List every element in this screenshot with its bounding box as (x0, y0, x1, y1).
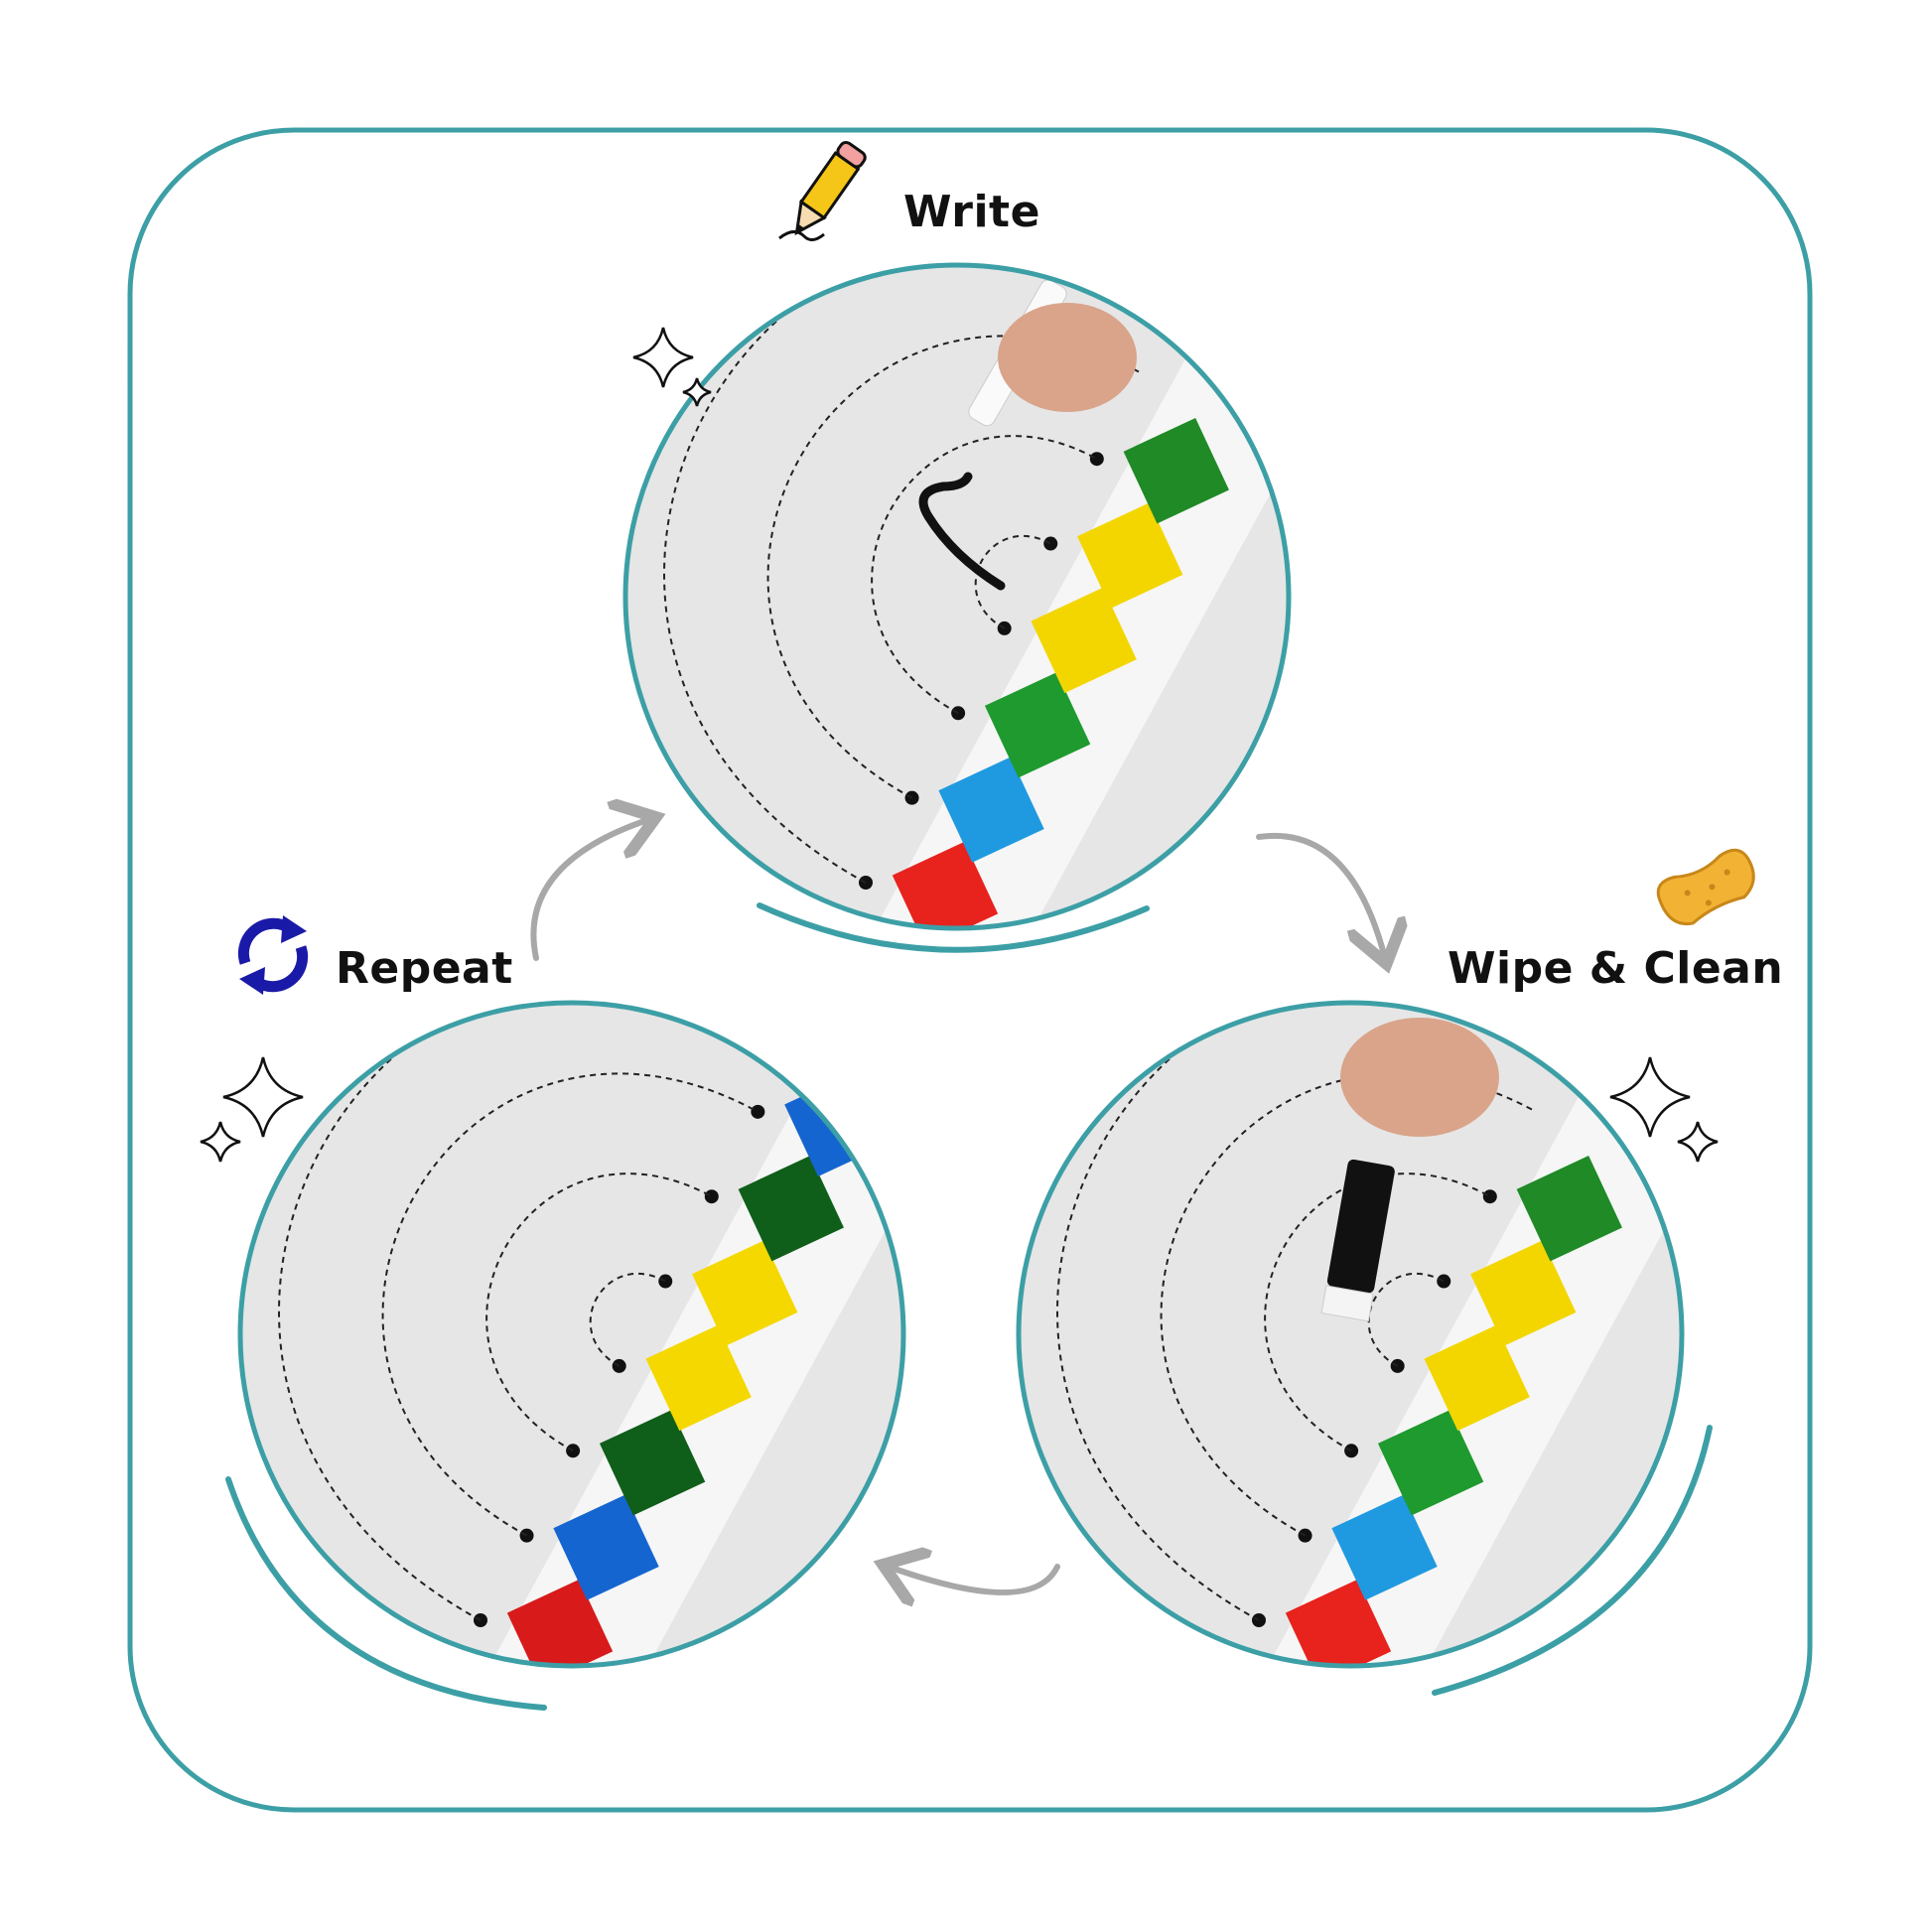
dashed-trace-path (974, 535, 1051, 629)
accent-arc-repeat (225, 1476, 547, 1711)
color-square (938, 757, 1044, 863)
color-square (1077, 502, 1183, 609)
dashed-trace-path (1160, 1072, 1537, 1537)
dashed-trace-path (1056, 1003, 1584, 1621)
start-dot (1482, 1189, 1497, 1204)
panel-write (625, 265, 1289, 928)
color-square (645, 1324, 752, 1432)
start-dot (751, 1104, 765, 1119)
color-square (599, 1410, 706, 1516)
frame-border (127, 127, 1813, 1813)
circle-outline-repeat (237, 1000, 906, 1669)
dashed-trace-path (485, 1173, 713, 1452)
sparkle-icon (1609, 1056, 1691, 1138)
color-square (892, 841, 999, 928)
color-square (1331, 1494, 1438, 1600)
dashed-trace-path (589, 1273, 666, 1367)
start-dot (704, 1189, 719, 1204)
panel-wipe-clean (1019, 1003, 1682, 1666)
arrow-wipe-to-repeat (889, 1567, 1060, 1592)
dashed-trace-path (766, 335, 1144, 799)
dashed-trace-path (381, 1072, 759, 1537)
color-square (506, 1579, 614, 1666)
traced-ink-line (918, 472, 1006, 591)
sparkle-icon (222, 1056, 304, 1138)
color-square (1424, 1324, 1530, 1432)
start-dot (1089, 452, 1104, 467)
marker-eraser (1326, 1159, 1395, 1294)
color-square (1123, 418, 1229, 524)
dashed-trace-path (1367, 1273, 1445, 1367)
color-square (984, 672, 1091, 778)
color-square (692, 1240, 798, 1346)
circle-outline-write (622, 262, 1292, 931)
color-square (1516, 1156, 1622, 1262)
color-square (1031, 587, 1137, 694)
panel-repeat (240, 1003, 903, 1666)
arrow-write-to-wipe (1256, 832, 1385, 958)
eraser-felt (1320, 1285, 1374, 1322)
dashed-trace-path (871, 435, 1098, 715)
dashed-trace-path (1264, 1173, 1491, 1452)
color-square (553, 1494, 659, 1600)
start-dot (1043, 536, 1058, 551)
start-dot (1437, 1274, 1451, 1289)
step-label-repeat: Repeat (336, 943, 513, 994)
start-dot (658, 1274, 673, 1289)
color-square (1470, 1240, 1577, 1346)
pencil-squiggle-icon (778, 230, 825, 241)
sparkle-icon (1677, 1121, 1719, 1163)
dashed-trace-path (278, 1003, 805, 1621)
sparkle-icon (682, 377, 712, 407)
sponge-icon (1656, 848, 1755, 926)
dashed-trace-path (663, 265, 1190, 884)
hand (998, 303, 1137, 412)
accent-arc-wipe (1432, 1425, 1713, 1696)
sparkle-icon (200, 1121, 241, 1163)
color-square (1285, 1579, 1392, 1666)
color-square (1377, 1410, 1484, 1516)
accent-arc-write (757, 902, 1150, 953)
pencil-icon (794, 140, 867, 236)
arrow-repeat-to-write (530, 819, 650, 961)
sparkle-icon (632, 327, 694, 388)
color-square (738, 1156, 844, 1262)
sync-icon (237, 915, 309, 995)
hand (1340, 1018, 1499, 1137)
circle-outline-wipe (1016, 1000, 1685, 1669)
step-label-write: Write (903, 187, 1040, 237)
step-label-wipe-clean: Wipe & Clean (1448, 943, 1784, 994)
